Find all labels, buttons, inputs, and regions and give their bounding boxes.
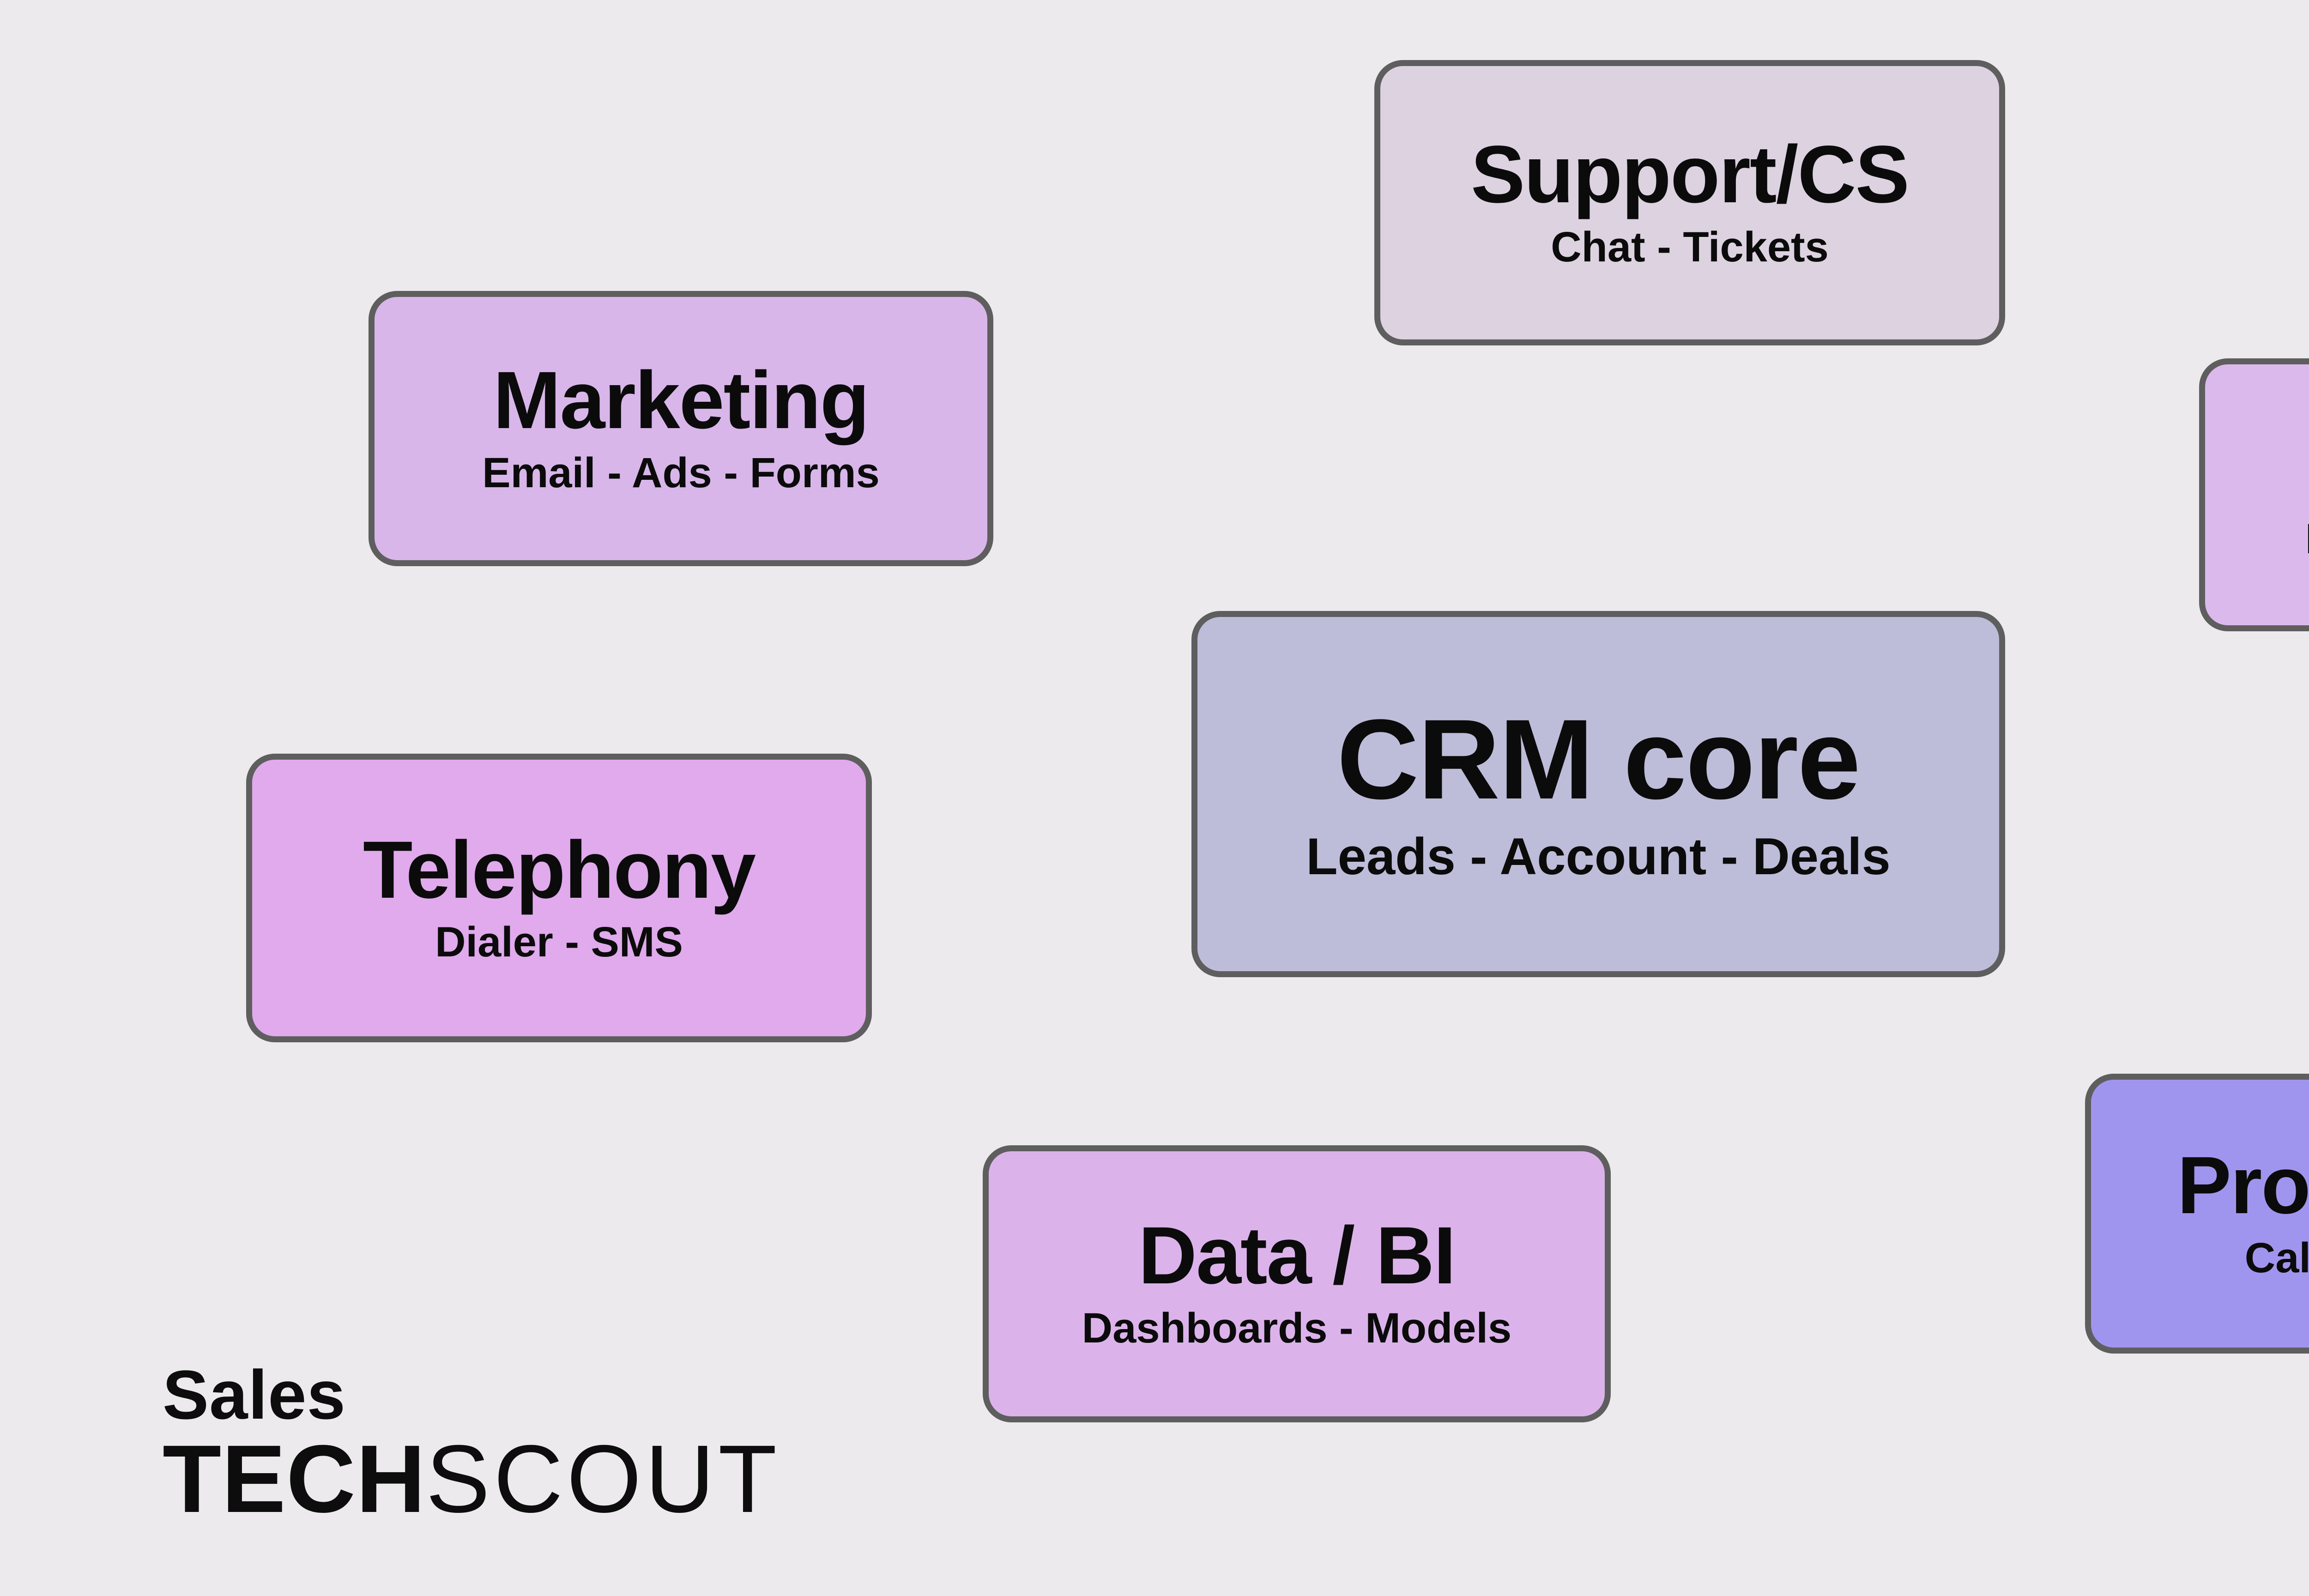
- card-subtitle: Invoice - Bills - MRR: [2305, 515, 2309, 564]
- card-billing: Billing Invoice - Bills - MRR: [2199, 358, 2309, 631]
- card-productivity: Productivity Calendar - Docs: [2085, 1074, 2309, 1354]
- card-data-bi: Data / BI Dashboards - Models: [983, 1145, 1611, 1422]
- card-subtitle: Chat - Tickets: [1551, 223, 1829, 271]
- card-subtitle: Leads - Account - Deals: [1306, 827, 1891, 885]
- card-telephony: Telephony Dialer - SMS: [246, 754, 872, 1042]
- card-title: Data / BI: [1138, 1210, 1456, 1301]
- card-marketing: Marketing Email - Ads - Forms: [369, 291, 993, 566]
- card-title: Support/CS: [1471, 129, 1910, 220]
- card-crm-core: CRM core Leads - Account - Deals: [1191, 611, 2005, 977]
- logo-techscout-text: TECHSCOUT: [163, 1431, 780, 1527]
- card-support-cs: Support/CS Chat - Tickets: [1374, 60, 2005, 345]
- card-subtitle: Calendar - Docs: [2244, 1234, 2309, 1282]
- logo-scout-text: SCOUT: [426, 1426, 781, 1533]
- logo-tech-text: TECH: [163, 1426, 426, 1533]
- card-title: Telephony: [363, 824, 756, 915]
- card-title: Productivity: [2177, 1140, 2309, 1231]
- card-title: Marketing: [493, 355, 870, 446]
- logo-sales-text: Sales: [163, 1356, 346, 1433]
- card-title: CRM core: [1336, 695, 1861, 823]
- card-subtitle: Email - Ads - Forms: [482, 449, 880, 496]
- card-subtitle: Dialer - SMS: [435, 919, 683, 966]
- card-subtitle: Dashboards - Models: [1082, 1304, 1512, 1352]
- brand-logo: Sales TECHSCOUT: [163, 1356, 780, 1527]
